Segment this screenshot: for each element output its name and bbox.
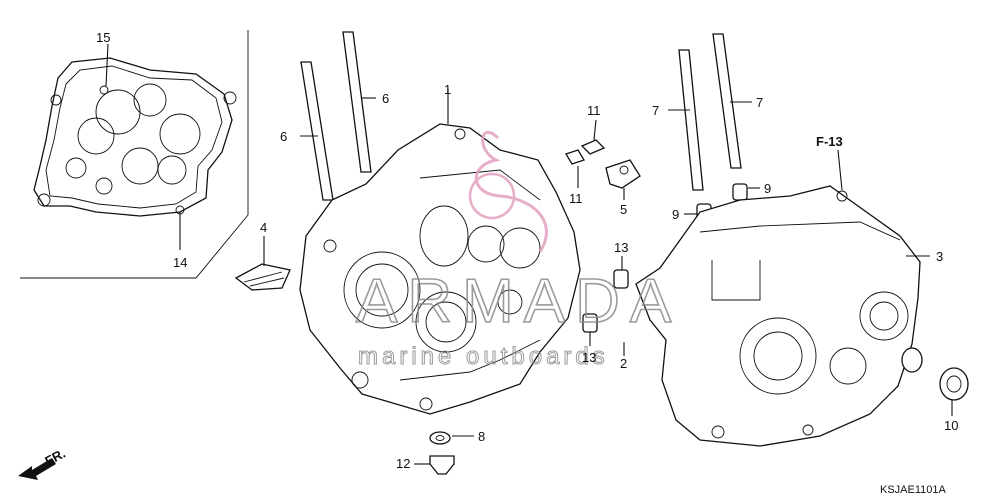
callout-13a: 13 — [614, 240, 628, 255]
bolt-boss — [802, 424, 814, 436]
bolt-boss — [836, 190, 848, 202]
ref-label-f13: F-13 — [816, 134, 843, 149]
bolt-boss — [711, 425, 725, 439]
callout-1: 1 — [444, 82, 451, 97]
callout-7b: 7 — [756, 95, 763, 110]
callout-6b: 6 — [382, 91, 389, 106]
arrow-icon — [18, 458, 56, 480]
bearing-bore — [859, 291, 909, 341]
callout-9b: 9 — [672, 207, 679, 222]
callout-15: 15 — [96, 30, 110, 45]
gasket-bolt-hole — [50, 94, 62, 106]
stud-bolts-7 — [668, 33, 760, 221]
bolt-11-head — [580, 139, 606, 155]
watermark-logo-ring — [468, 172, 516, 220]
bearing-bore — [415, 291, 477, 353]
gasket-bolt-hole — [99, 85, 109, 95]
bearing-bore — [739, 317, 817, 395]
screen-mesh-line — [243, 271, 283, 283]
bolt-boss — [351, 371, 369, 389]
stud-bolt-6-left — [300, 61, 334, 201]
bearing-bore — [343, 251, 421, 329]
callout-11b: 11 — [569, 191, 583, 206]
oil-seal-outer — [939, 367, 969, 401]
bearing-bore-inner — [355, 263, 409, 317]
callout-13b: 13 — [582, 350, 596, 365]
callout-6a: 6 — [280, 129, 287, 144]
gasket-hole — [121, 147, 159, 185]
gasket-inner-edge — [45, 65, 223, 209]
callout-4: 4 — [260, 220, 267, 235]
callout-7a: 7 — [652, 103, 659, 118]
oil-strainer-screen — [234, 236, 291, 291]
sealing-washer-8 — [429, 431, 451, 445]
watermark: ARMADA marine outboards — [355, 130, 681, 371]
dowel-pin-13 — [613, 269, 629, 289]
screen-mesh-line — [249, 277, 285, 287]
bearing-bore-inner — [425, 301, 467, 343]
callout-5: 5 — [620, 202, 627, 217]
bolt-boss — [454, 128, 466, 140]
callout-8: 8 — [478, 429, 485, 444]
panel-border — [20, 30, 249, 279]
gasket-panel — [20, 30, 249, 279]
oil-seal-10 — [901, 347, 969, 416]
right-crankcase — [635, 149, 930, 447]
seal-seat — [901, 347, 923, 373]
callout-10: 10 — [944, 418, 958, 433]
front-direction-arrow — [18, 458, 56, 480]
callout-11a: 11 — [587, 103, 601, 118]
callout-labels: 15 14 4 6 6 1 11 11 5 13 13 2 8 12 7 7 9… — [42, 30, 958, 496]
drain-bolt-12 — [429, 455, 455, 475]
gasket-hole — [77, 117, 115, 155]
gasket-bolt-hole — [37, 193, 51, 207]
case-rib — [711, 260, 761, 301]
bearing-bore — [829, 347, 867, 385]
leader-11a — [593, 119, 597, 141]
bolt-11-head — [565, 149, 585, 165]
case-rib — [699, 221, 901, 241]
leader-F13 — [837, 149, 843, 191]
gasket-hole — [159, 113, 201, 155]
crankcase-right-outline — [635, 185, 921, 447]
bolt-boss — [419, 397, 433, 411]
gasket-hole — [157, 155, 187, 185]
washer-hole — [435, 435, 445, 441]
bearing-bore — [467, 225, 505, 263]
case-rib — [419, 169, 541, 201]
gasket-bolt-hole — [223, 91, 237, 105]
gasket-hole — [95, 177, 113, 195]
callout-14: 14 — [173, 255, 187, 270]
case-rib — [399, 339, 541, 381]
small-parts — [414, 256, 629, 475]
bearing-bore — [419, 205, 469, 267]
leader-15 — [105, 43, 109, 87]
stud-bolt-7-right — [712, 33, 742, 169]
watermark-logo-stroke — [474, 130, 548, 253]
crankcase-gasket — [33, 57, 233, 217]
callout-12: 12 — [396, 456, 410, 471]
stud-bolts-6 — [300, 31, 376, 201]
stud-bolt-7-left — [678, 49, 704, 191]
bracket-hole — [619, 165, 629, 175]
callout-2: 2 — [620, 356, 627, 371]
callout-3: 3 — [936, 249, 943, 264]
bearing-bore — [499, 227, 541, 269]
stud-bolt-6-right — [342, 31, 372, 173]
callout-9a: 9 — [764, 181, 771, 196]
bolts-11-and-bracket-5 — [565, 119, 641, 200]
oil-seal-inner — [946, 375, 962, 393]
gasket-hole — [133, 83, 167, 117]
bearing-bore — [497, 289, 523, 315]
bolt-boss — [323, 239, 337, 253]
bearing-bore-inner — [869, 301, 899, 331]
watermark-tagline: marine outboards — [358, 343, 609, 370]
diagram-code: KSJAE1101A — [880, 484, 947, 496]
dowel-pin-9 — [732, 183, 748, 201]
watermark-brand: ARMADA — [356, 267, 681, 336]
bearing-bore-inner — [753, 331, 803, 381]
gasket-hole — [65, 157, 87, 179]
